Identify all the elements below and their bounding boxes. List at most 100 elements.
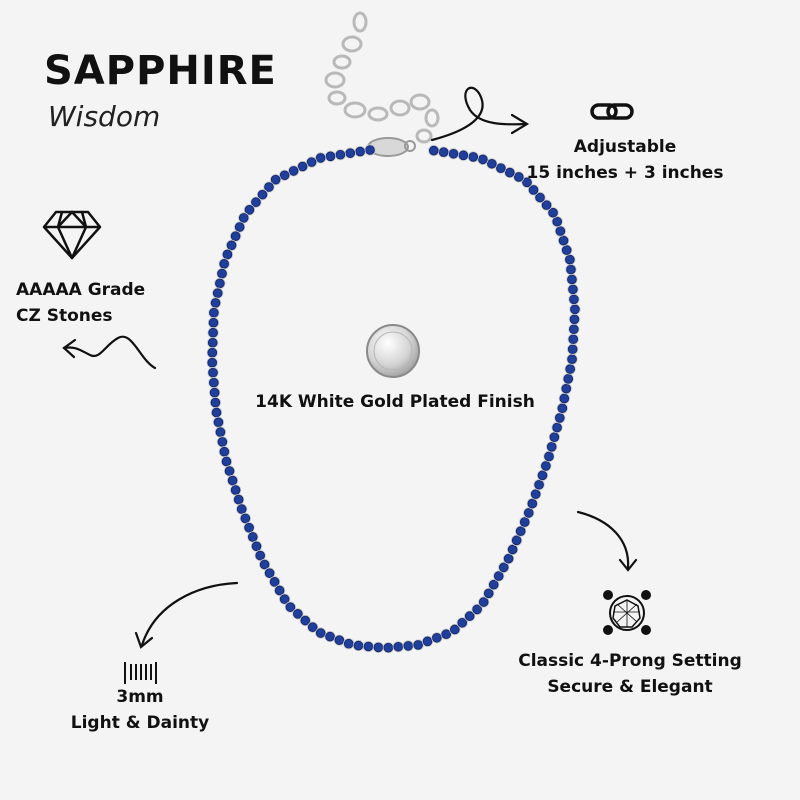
- sapphire-stone: [569, 294, 579, 305]
- sapphire-stone: [224, 466, 235, 476]
- sapphire-stone: [528, 185, 539, 195]
- sapphire-stone: [226, 240, 237, 251]
- sapphire-stone: [264, 182, 274, 192]
- sapphire-stone: [240, 513, 251, 524]
- width-label: 3mm Light & Dainty: [60, 684, 220, 736]
- sapphire-stone: [438, 147, 449, 157]
- sapphire-stone: [213, 417, 224, 428]
- sapphire-stone: [507, 544, 518, 555]
- finish-label: 14K White Gold Plated Finish: [255, 392, 535, 412]
- sapphire-stone: [554, 413, 565, 423]
- width-detail: Light & Dainty: [70, 713, 210, 733]
- sapphire-stone: [208, 317, 219, 328]
- sapphire-stone: [530, 489, 541, 499]
- sapphire-stone: [422, 636, 433, 647]
- sapphire-stone: [457, 617, 468, 628]
- sapphire-stone: [458, 150, 469, 161]
- sapphire-stone: [279, 170, 290, 181]
- sapphire-stone: [552, 216, 563, 227]
- sapphire-stone: [244, 522, 254, 533]
- sapphire-stone: [498, 562, 509, 573]
- sapphire-stone: [244, 205, 255, 215]
- adjustable-label: Adjustable 15 inches + 3 inches: [510, 134, 740, 186]
- sapphire-stone: [221, 456, 232, 467]
- sapphire-stone: [505, 167, 515, 178]
- tennis-necklace-stones: [206, 144, 581, 654]
- sapphire-stone: [483, 588, 494, 599]
- sapphire-stone: [537, 470, 548, 481]
- sapphire-stone: [522, 177, 532, 188]
- sapphire-stone: [448, 148, 459, 159]
- sapphire-stone: [493, 571, 504, 581]
- sapphire-stone: [238, 213, 249, 223]
- sapphire-stone: [365, 145, 375, 155]
- sapphire-stone: [565, 364, 575, 374]
- sapphire-stone: [345, 148, 356, 158]
- sapphire-stone: [334, 635, 345, 645]
- sapphire-stone: [209, 387, 220, 398]
- sapphire-stone: [373, 642, 384, 653]
- sapphire-stone: [464, 611, 475, 621]
- sapphire-stone: [513, 172, 524, 182]
- arrow-to-stones: [62, 335, 157, 370]
- adjustable-detail: 15 inches + 3 inches: [526, 163, 724, 183]
- sapphire-stone: [207, 347, 218, 358]
- sapphire-stone: [557, 403, 568, 414]
- sapphire-stone: [468, 152, 479, 162]
- sapphire-stone: [207, 337, 218, 348]
- sapphire-stone: [541, 200, 552, 210]
- stones-type: CZ Stones: [16, 306, 113, 326]
- sapphire-stone: [353, 640, 364, 651]
- sapphire-stone: [523, 508, 534, 518]
- sapphire-stone: [255, 550, 266, 561]
- sapphire-stone: [306, 157, 317, 167]
- sapphire-stone: [285, 602, 296, 612]
- sapphire-stone: [222, 249, 233, 260]
- stones-label: AAAAA Grade CZ Stones: [10, 277, 150, 329]
- sapphire-stone: [315, 153, 326, 163]
- sapphire-stone: [234, 222, 245, 232]
- width-size: 3mm: [116, 687, 164, 707]
- sapphire-stone: [534, 479, 544, 490]
- sapphire-stone: [215, 427, 226, 437]
- sapphire-stone: [343, 638, 354, 649]
- sapphire-stone: [503, 553, 514, 564]
- sapphire-stone: [259, 559, 270, 570]
- sapphire-stone: [264, 568, 275, 578]
- sapphire-stone: [496, 163, 506, 173]
- lobster-clasp: [367, 137, 416, 157]
- sapphire-stone: [210, 397, 221, 408]
- product-name: SAPPHIRE: [44, 48, 277, 94]
- sapphire-stone: [383, 642, 394, 653]
- sapphire-stone: [233, 494, 244, 505]
- sapphire-stone: [567, 344, 578, 355]
- sapphire-stone: [527, 498, 538, 509]
- sapphire-stone: [230, 485, 241, 495]
- sapphire-stone: [570, 304, 580, 315]
- arrow-to-adjustable: [430, 86, 530, 142]
- sapphire-stone: [511, 535, 522, 546]
- sapphire-stone: [307, 622, 318, 633]
- sapphire-stone: [519, 517, 530, 527]
- adjustable-title: Adjustable: [573, 137, 677, 157]
- chain-link-icon: [590, 103, 634, 120]
- sapphire-stone: [215, 278, 225, 289]
- product-meaning: Wisdom: [48, 100, 161, 133]
- sapphire-stone: [403, 641, 414, 651]
- sapphire-stone: [544, 451, 554, 462]
- setting-label: Classic 4-Prong Setting Secure & Elegant: [510, 648, 750, 700]
- sapphire-stone: [236, 504, 247, 514]
- sapphire-stone: [257, 189, 268, 200]
- arrow-to-setting: [576, 510, 638, 572]
- sapphire-stone: [393, 641, 404, 652]
- sapphire-stone: [217, 437, 228, 447]
- setting-detail: Secure & Elegant: [547, 677, 713, 697]
- sapphire-stone: [549, 432, 560, 442]
- sapphire-stone: [217, 268, 227, 279]
- sapphire-stone: [363, 641, 374, 652]
- sapphire-stone: [219, 259, 229, 269]
- sapphire-stone: [247, 532, 258, 542]
- sapphire-stone: [210, 298, 221, 308]
- diamond-icon: [42, 210, 102, 260]
